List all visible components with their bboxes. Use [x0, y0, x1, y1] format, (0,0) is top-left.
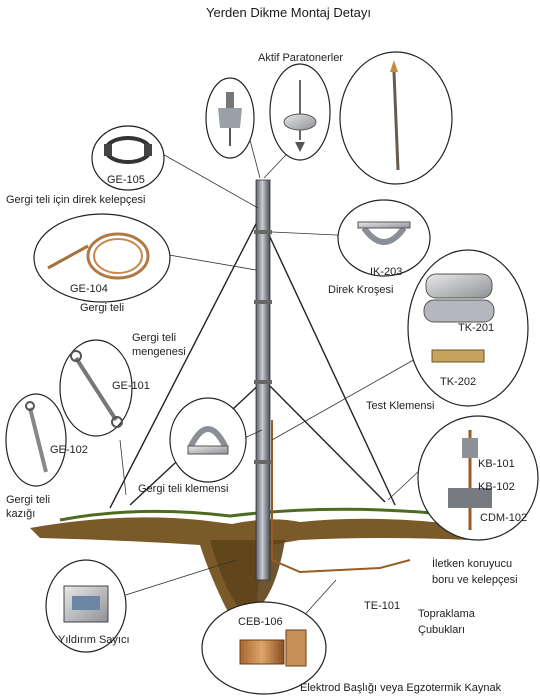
ge102-detail: [5, 393, 67, 487]
label-ge101: GE-101: [112, 380, 150, 392]
label-ge105: GE-105: [107, 174, 145, 186]
label-cdm102: CDM-102: [480, 512, 528, 524]
diagram-title: Yerden Dikme Montaj Detayı: [206, 5, 371, 20]
label-test-klemensi: Test Klemensi: [366, 400, 435, 412]
label-gergi-mengene-2: mengenesi: [132, 346, 186, 358]
label-ge102: GE-102: [50, 444, 88, 456]
ik203-detail: [337, 199, 431, 277]
tk-detail: [407, 249, 529, 407]
label-kb101: KB-101: [478, 458, 515, 470]
label-ge104: GE-104: [70, 283, 108, 295]
label-topraklama-1: Topraklama: [418, 608, 475, 620]
label-gergi-kazik-2: kazığı: [6, 508, 36, 520]
down-conductor: [271, 420, 411, 574]
ge104-detail: [33, 213, 171, 303]
label-ceb106: CEB-106: [238, 616, 283, 628]
label-tk201: TK-201: [458, 322, 495, 334]
ge101-detail: [59, 339, 133, 437]
label-direk-krosesi: Direk Kroşesi: [328, 284, 394, 296]
label-gergi-kelepce: Gergi teli için direk kelepçesi: [6, 194, 146, 206]
guy-clip-detail: [169, 397, 247, 483]
label-ik203: IK-203: [370, 266, 403, 278]
mast-pole: [254, 179, 272, 581]
ceb106-detail: [201, 601, 327, 695]
label-aktif-paratonerler: Aktif Paratonerler: [258, 52, 343, 64]
kb-detail: [417, 415, 539, 541]
label-elektrod: Elektrod Başlığı veya Egzotermik Kaynak: [300, 682, 502, 694]
label-iletken-1: İletken koruyucu: [432, 558, 513, 570]
label-kb102: KB-102: [478, 481, 515, 493]
label-gergi-kazik-1: Gergi teli: [6, 494, 51, 506]
counter-detail: [45, 559, 127, 653]
label-te101: TE-101: [364, 600, 401, 612]
lightning-rod-detail-3: [339, 51, 453, 185]
label-yildirim-sayici: Yıldırım Sayıcı: [58, 634, 130, 646]
lightning-rod-detail-2: [269, 63, 331, 161]
ge105-detail: [91, 125, 165, 191]
lightning-rod-detail-1: [205, 77, 255, 159]
label-tk202: TK-202: [440, 376, 477, 388]
label-iletken-2: boru ve kelepçesi: [432, 574, 518, 586]
guy-wires: [109, 219, 396, 509]
label-topraklama-2: Çubukları: [418, 624, 466, 636]
label-gergi-teli: Gergi teli: [80, 302, 125, 314]
label-gergi-mengene-1: Gergi teli: [132, 332, 177, 344]
label-gergi-klemensi: Gergi teli klemensi: [138, 483, 229, 495]
